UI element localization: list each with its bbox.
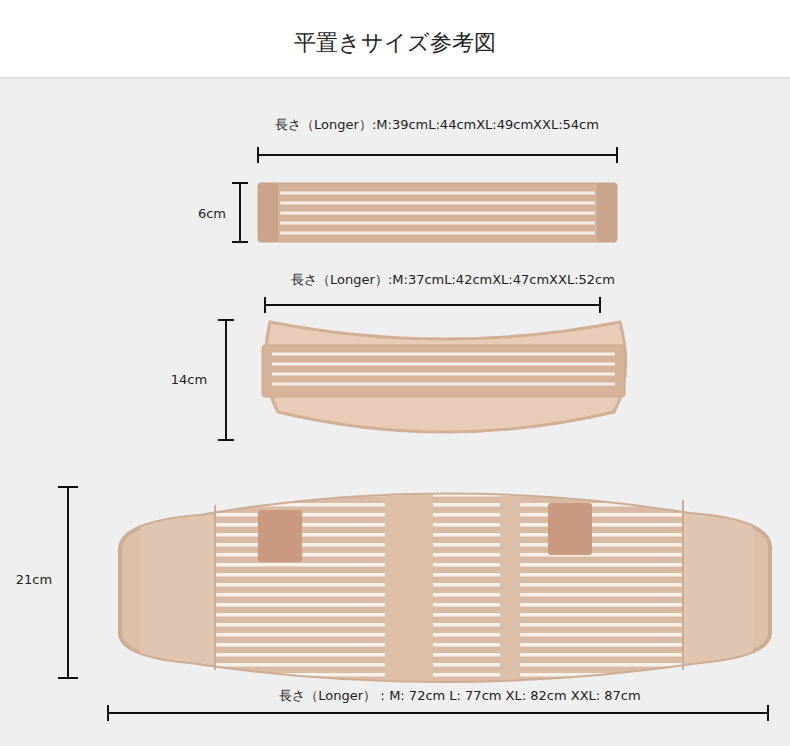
dimension-line xyxy=(258,147,617,163)
panel-edge xyxy=(0,77,790,79)
background-panel xyxy=(0,78,790,746)
belly-pad xyxy=(262,322,626,432)
dimension-line xyxy=(265,297,600,313)
dimension-value: 6cm xyxy=(198,206,226,222)
dimension-value: 21cm xyxy=(16,572,52,588)
dimension-bracket xyxy=(232,183,248,242)
support-belt xyxy=(120,470,770,700)
page-title: 平置きサイズ参考図 xyxy=(294,30,496,56)
length-sizes: 長さ（Longer）:M:37cmL:42cmXL:47cmXXL:52cm xyxy=(291,272,615,288)
dimension-bracket xyxy=(218,320,234,440)
dimension-line xyxy=(108,705,768,721)
length-sizes: 長さ（Longer）：M: 72cm L: 77cm XL: 82cm XXL:… xyxy=(279,688,640,704)
dimension-value: 14cm xyxy=(171,372,207,388)
dimension-bracket xyxy=(58,487,78,678)
strap xyxy=(258,183,617,242)
length-sizes: 長さ（Longer）:M:39cmL:44cmXL:49cmXXL:54cm xyxy=(275,117,599,133)
